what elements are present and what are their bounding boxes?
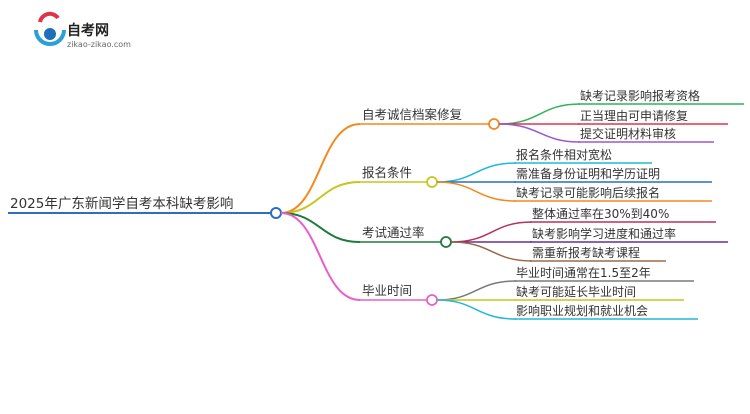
leaf-label[interactable]: 需准备身份证明和学历证明 [516, 166, 660, 181]
leaf-label[interactable]: 缺考可能延长毕业时间 [516, 284, 636, 299]
branch-label: 毕业时间 [362, 283, 412, 298]
branch-pass-rate[interactable]: 考试通过率 [360, 225, 452, 248]
logo-icon [34, 11, 66, 46]
connector-leaf [436, 181, 517, 202]
leaf-label[interactable]: 需重新报考缺考课程 [532, 245, 640, 260]
branch-label: 报名条件 [362, 165, 412, 180]
branch-node[interactable] [426, 176, 438, 188]
connector-leaf [498, 123, 581, 143]
leaf-label[interactable]: 正当理由可申请修复 [580, 108, 688, 123]
leaf-label[interactable]: 毕业时间通常在1.5至2年 [516, 266, 651, 280]
leaf-label[interactable]: 影响职业规划和就业机会 [516, 303, 648, 318]
connector-leaf [436, 162, 517, 183]
leaf-label[interactable]: 缺考影响学习进度和通过率 [532, 226, 676, 241]
logo-name: 自考网 [67, 22, 109, 39]
branch-integrity-repair[interactable]: 自考诚信档案修复 [360, 107, 500, 130]
connector-leaf [450, 241, 533, 262]
branch-node[interactable] [440, 236, 452, 248]
branch-label: 考试通过率 [362, 225, 425, 240]
branch-node[interactable] [488, 118, 500, 130]
leaf-label[interactable]: 提交证明材料审核 [580, 126, 676, 141]
leaf-label[interactable]: 缺考记录影响报考资格 [580, 88, 700, 103]
leaf-label[interactable]: 报名条件相对宽松 [516, 147, 612, 162]
leaf-label[interactable]: 整体通过率在30%到40% [532, 206, 669, 221]
site-logo[interactable]: 自考网 zikao-zikao.com [34, 11, 131, 49]
branch-node[interactable] [426, 294, 438, 306]
connector-branch-1 [280, 123, 361, 214]
connector-leaf [498, 103, 581, 125]
connector-leaf [436, 299, 517, 320]
logo-domain: zikao-zikao.com [67, 40, 131, 49]
branch-registration[interactable]: 报名条件 [360, 165, 438, 188]
connector-branch-2 [280, 181, 361, 214]
leaf-label[interactable]: 缺考记录可能影响后续报名 [516, 185, 660, 200]
branch-label: 自考诚信档案修复 [362, 107, 463, 122]
branch-graduation-time[interactable]: 毕业时间 [360, 283, 438, 306]
connector-branch-3 [280, 212, 361, 243]
connector-branch-4 [280, 212, 361, 301]
connector-leaf [436, 280, 517, 301]
connector-leaf [450, 221, 533, 243]
root-node[interactable] [270, 207, 282, 219]
root-topic: 2025年广东新闻学自考本科缺考影响 [10, 196, 233, 212]
